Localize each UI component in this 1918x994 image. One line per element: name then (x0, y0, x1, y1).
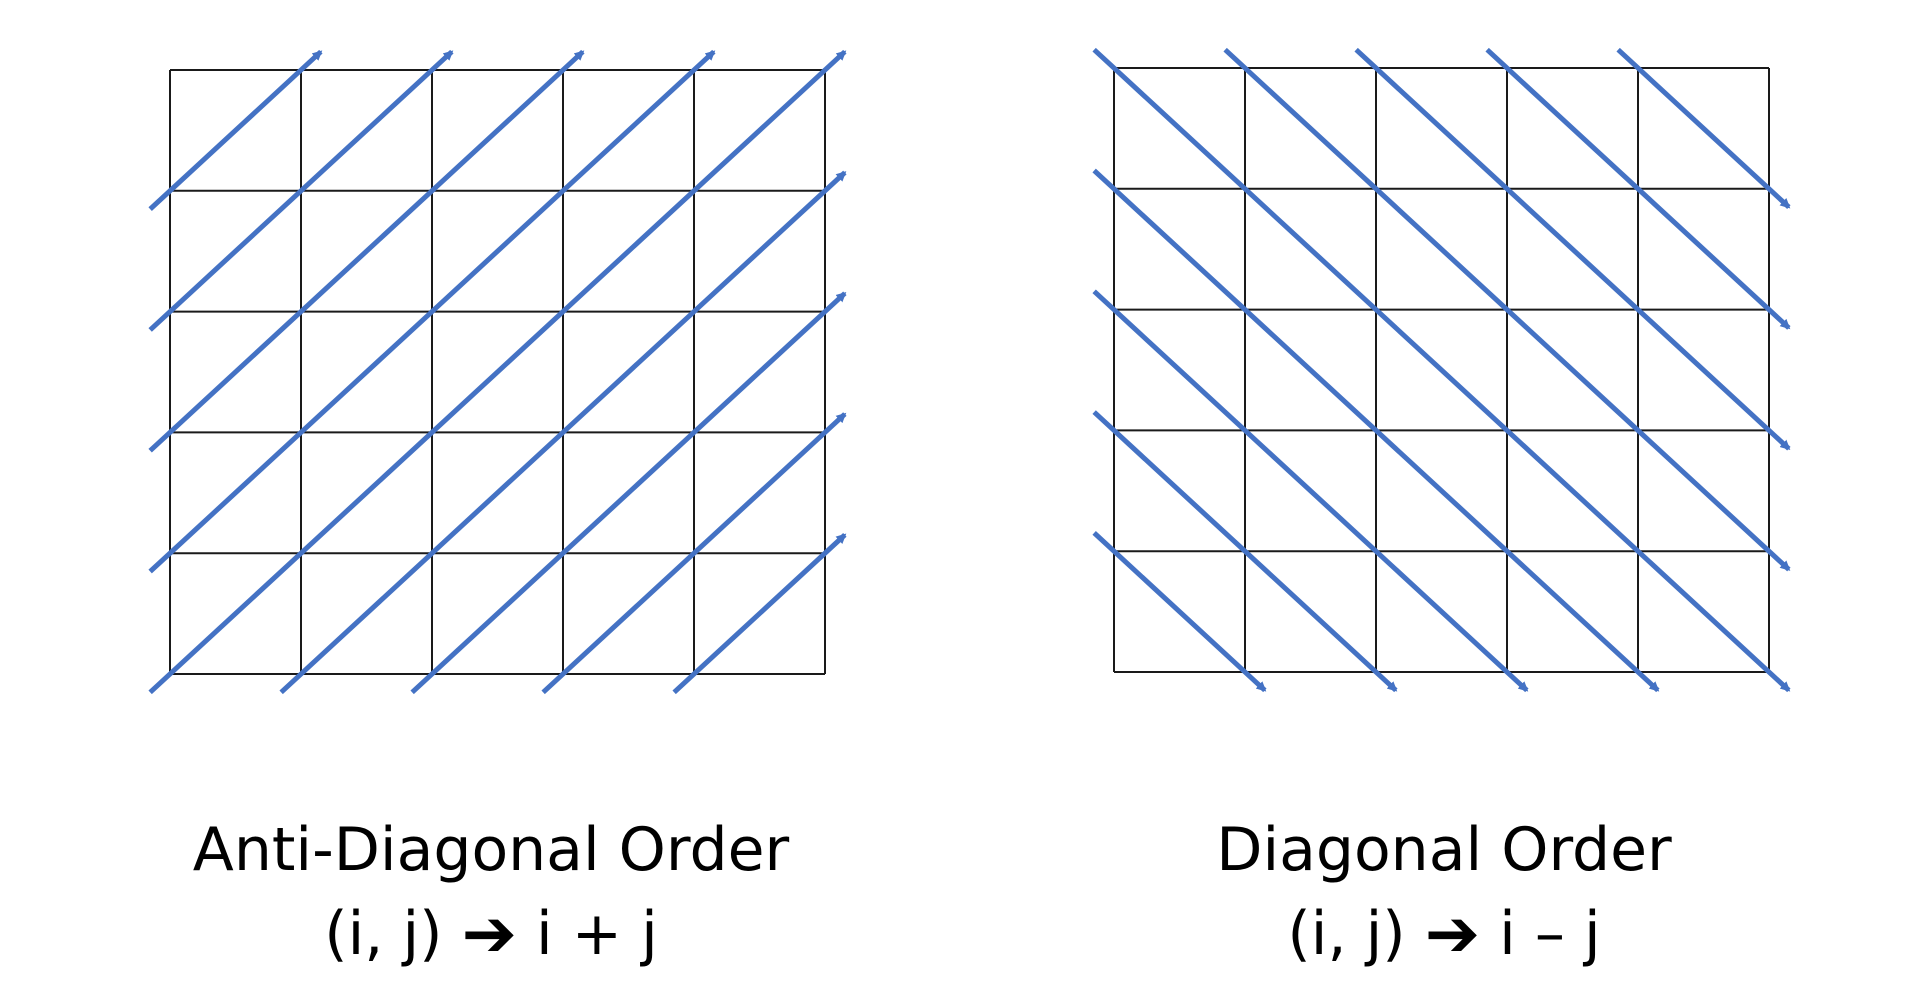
diagonal-traversal-arrow (1354, 47, 1791, 451)
anti-diagonal-traversal-arrow (672, 533, 847, 695)
diagonal-traversal-arrow (1092, 531, 1267, 693)
diagonal-traversal-arrow (1092, 47, 1791, 693)
diagonal-caption: Diagonal Order (i, j) ➔ i – j (1064, 808, 1824, 976)
anti-diagonal-traversal-arrow (148, 49, 585, 453)
diagonal-traversal-arrow (1092, 289, 1529, 693)
anti-diagonal-traversal-arrow (148, 49, 323, 211)
anti-diagonal-panel (148, 49, 847, 695)
anti-diagonal-traversal-arrow (148, 49, 716, 574)
anti-diagonal-mapping-right: i + j (536, 899, 658, 969)
diagonal-title: Diagonal Order (1216, 815, 1672, 885)
anti-diagonal-title: Anti-Diagonal Order (192, 815, 790, 885)
diagonal-mapping-left: (i, j) (1287, 899, 1406, 969)
diagonal-traversal-arrow (1485, 47, 1791, 330)
anti-diagonal-traversal-arrow (148, 49, 847, 695)
anti-diagonal-traversal-arrow (410, 291, 847, 695)
diagonal-panel (1092, 47, 1791, 693)
diagonal-traversal-arrow (1616, 47, 1791, 209)
anti-diagonal-mapping-left: (i, j) (324, 899, 443, 969)
diagonal-traversal-arrow (1223, 47, 1791, 572)
diagonal-traversal-arrow (1092, 168, 1660, 693)
heavy-right-arrow-icon: ➔ (1424, 895, 1481, 972)
anti-diagonal-mapping: (i, j) ➔ i + j (111, 892, 871, 976)
diagonal-mapping-right: i – j (1499, 899, 1601, 969)
anti-diagonal-caption: Anti-Diagonal Order (i, j) ➔ i + j (111, 808, 871, 976)
diagonal-traversal-arrow (1092, 410, 1398, 693)
anti-diagonal-traversal-arrow (279, 170, 847, 695)
anti-diagonal-traversal-arrow (148, 49, 454, 332)
diagonal-mapping: (i, j) ➔ i – j (1064, 892, 1824, 976)
anti-diagonal-traversal-arrow (541, 412, 847, 695)
heavy-right-arrow-icon: ➔ (461, 895, 517, 972)
